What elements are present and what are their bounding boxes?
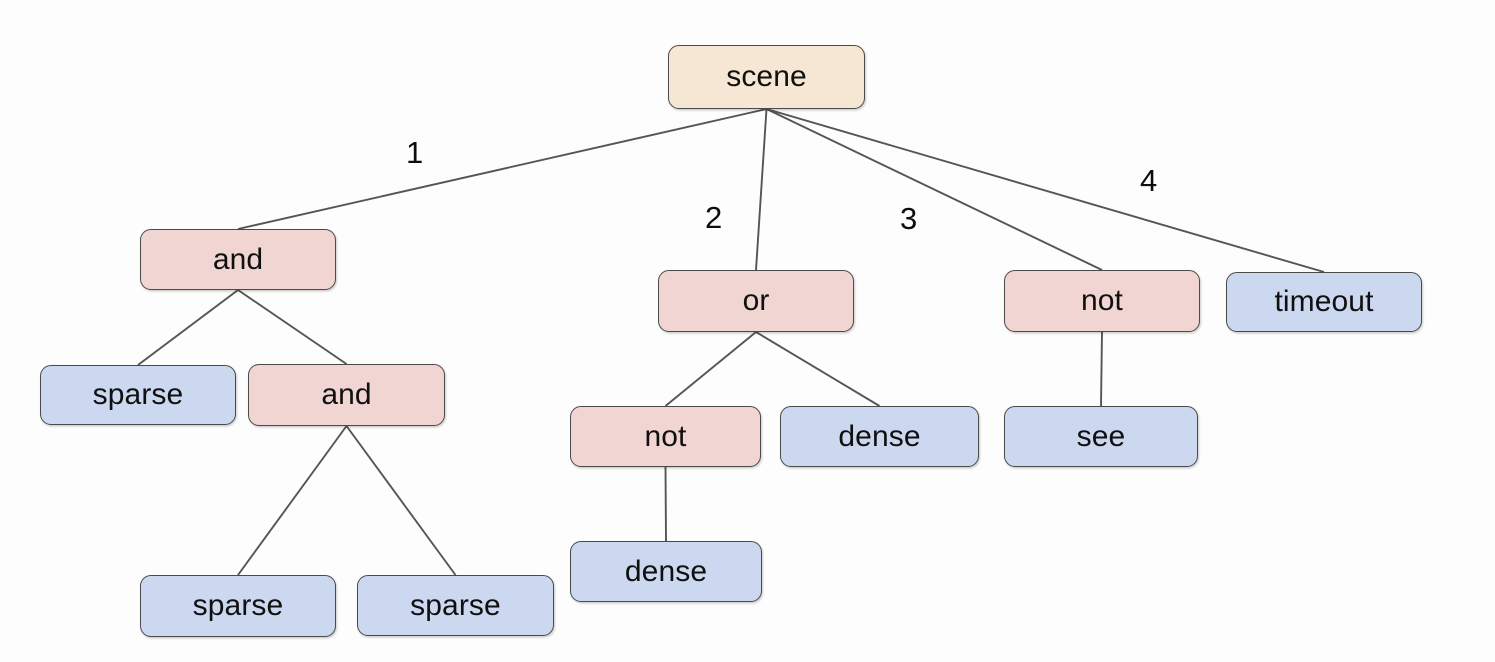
tree-node-or1[interactable]: or — [658, 270, 854, 332]
tree-node-label: and — [321, 378, 372, 411]
tree-node-sparse2[interactable]: sparse — [140, 575, 336, 637]
tree-edge — [345, 425, 457, 576]
tree-node-label: sparse — [192, 589, 284, 622]
tree-edge — [664, 331, 757, 407]
tree-edge — [755, 108, 768, 271]
tree-node-label: timeout — [1274, 285, 1374, 318]
tree-node-and1[interactable]: and — [140, 229, 336, 290]
edge-label-4: 4 — [1140, 163, 1158, 198]
tree-edge — [766, 108, 1103, 271]
tree-node-label: sparse — [92, 378, 184, 411]
tree-node-label: scene — [726, 60, 807, 93]
edge-label-3: 3 — [900, 201, 918, 236]
tree-node-sparse3[interactable]: sparse — [357, 575, 554, 636]
tree-node-dense2[interactable]: dense — [570, 541, 762, 602]
tree-edge — [755, 331, 880, 407]
tree-node-label: and — [212, 242, 264, 276]
tree-edge — [1100, 331, 1103, 407]
tree-edge — [237, 425, 348, 576]
tree-edge — [137, 289, 239, 366]
edge-label-2: 2 — [705, 200, 723, 235]
tree-node-label: see — [1076, 419, 1126, 453]
tree-node-sparse1[interactable]: sparse — [40, 365, 236, 425]
tree-edge — [237, 108, 767, 230]
tree-edge — [237, 289, 348, 365]
tree-node-see1[interactable]: see — [1004, 406, 1198, 467]
tree-node-not1[interactable]: not — [1004, 270, 1200, 332]
tree-node-label: or — [742, 284, 770, 317]
edge-label-1: 1 — [406, 135, 424, 170]
tree-node-dense1[interactable]: dense — [780, 406, 979, 467]
tree-node-not2[interactable]: not — [570, 406, 761, 467]
tree-edge — [664, 466, 667, 542]
tree-node-label: dense — [624, 554, 708, 588]
tree-edge — [766, 108, 1325, 273]
tree-node-label: dense — [838, 419, 921, 453]
tree-node-label: not — [1080, 284, 1123, 317]
tree-node-label: sparse — [410, 588, 501, 622]
tree-node-timeout1[interactable]: timeout — [1226, 272, 1422, 332]
tree-node-and2[interactable]: and — [248, 364, 445, 426]
tree-node-label: not — [644, 419, 687, 453]
tree-node-scene[interactable]: scene — [668, 45, 865, 109]
